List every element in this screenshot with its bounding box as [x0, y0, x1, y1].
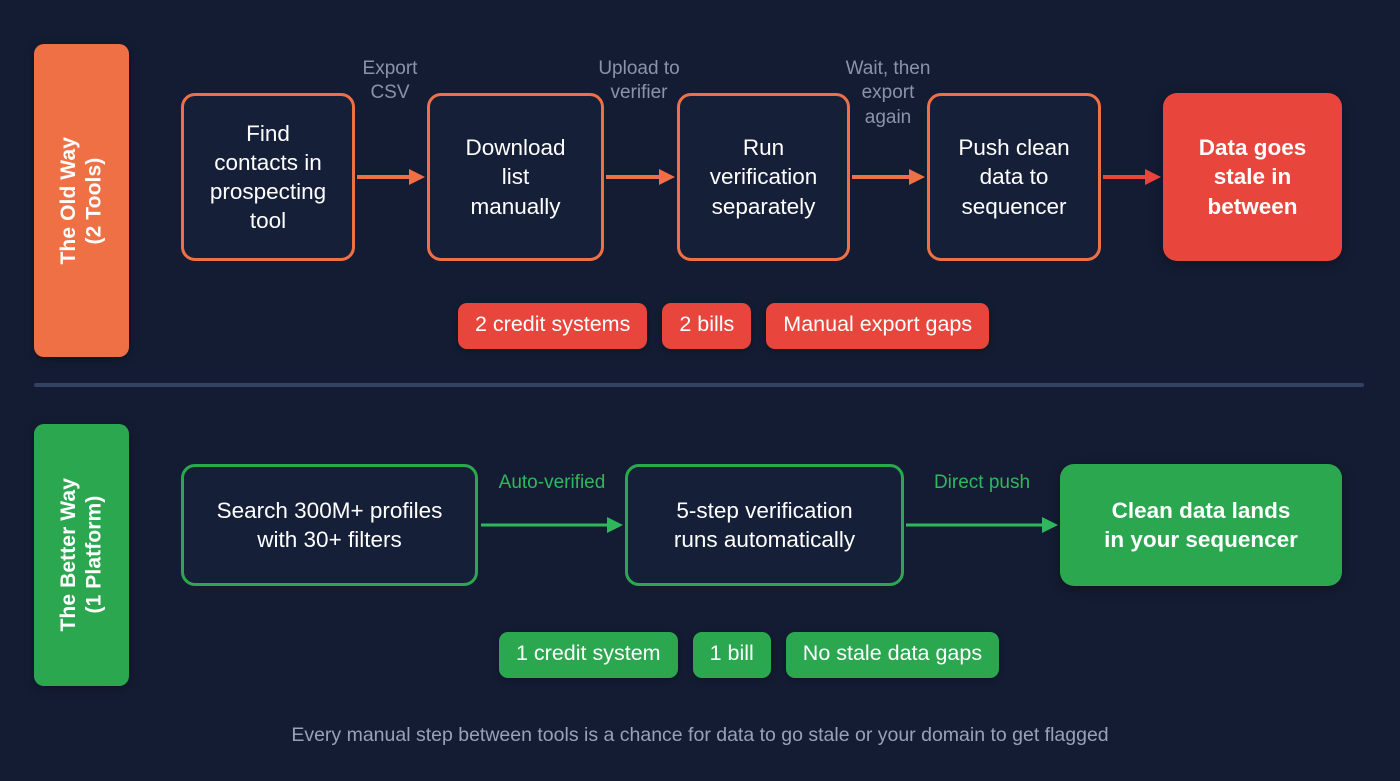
better-way-pill-2: 1 bill [692, 632, 771, 678]
arrow-right-icon-old-1 [357, 167, 425, 187]
old-way-pill-row: 2 credit systems 2 bills Manual export g… [458, 303, 990, 349]
better-way-side-label-text: The Better Way (1 Platform) [56, 478, 106, 632]
old-way-outcome: Data goes stale in between [1163, 93, 1342, 261]
old-way-step-1: Find contacts in prospecting tool [181, 93, 355, 261]
old-way-step-3: Run verification separately [677, 93, 850, 261]
old-way-side-label-text: The Old Way (2 Tools) [56, 136, 106, 265]
old-way-connector-label-1: Export CSV [362, 58, 418, 104]
section-divider [34, 383, 1364, 387]
better-way-connector-label-1: Auto-verified [498, 472, 606, 493]
old-way-step-2: Download list manually [427, 93, 604, 261]
old-way-step-4-text: Push clean data to sequencer [958, 135, 1070, 219]
old-way-connector-label-2: Upload to verifier [598, 58, 680, 104]
better-way-step-1: Search 300M+ profiles with 30+ filters [181, 464, 478, 586]
old-way-pill-1: 2 credit systems [458, 303, 648, 349]
old-way-side-label-bar: The Old Way (2 Tools) [34, 44, 129, 357]
better-way-pill-3: No stale data gaps [785, 632, 1000, 678]
better-way-outcome: Clean data lands in your sequencer [1060, 464, 1342, 586]
old-way-step-2-text: Download list manually [465, 135, 566, 219]
footer-note: Every manual step between tools is a cha… [291, 724, 1109, 746]
arrow-right-icon-old-4 [1103, 167, 1161, 187]
arrow-right-icon-old-3 [852, 167, 925, 187]
old-way-outcome-text: Data goes stale in between [1198, 135, 1307, 219]
better-way-step-2-text: 5-step verification runs automatically [673, 497, 856, 552]
better-way-step-2: 5-step verification runs automatically [625, 464, 904, 586]
old-way-step-4: Push clean data to sequencer [927, 93, 1101, 261]
better-way-step-1-text: Search 300M+ profiles with 30+ filters [216, 497, 443, 552]
arrow-right-icon-new-1 [481, 515, 623, 535]
better-way-pill-1: 1 credit system [499, 632, 678, 678]
better-way-outcome-text: Clean data lands in your sequencer [1104, 497, 1298, 552]
old-way-connector-label-3: Wait, then export again [845, 58, 931, 128]
better-way-pill-row: 1 credit system 1 bill No stale data gap… [499, 632, 1000, 678]
old-way-step-1-text: Find contacts in prospecting tool [209, 120, 327, 234]
better-way-side-label-bar: The Better Way (1 Platform) [34, 424, 129, 686]
arrow-right-icon-old-2 [606, 167, 675, 187]
better-way-connector-label-2: Direct push [933, 472, 1031, 493]
arrow-right-icon-new-2 [906, 515, 1058, 535]
old-way-pill-3: Manual export gaps [766, 303, 990, 349]
old-way-step-3-text: Run verification separately [709, 135, 818, 219]
old-way-pill-2: 2 bills [662, 303, 752, 349]
